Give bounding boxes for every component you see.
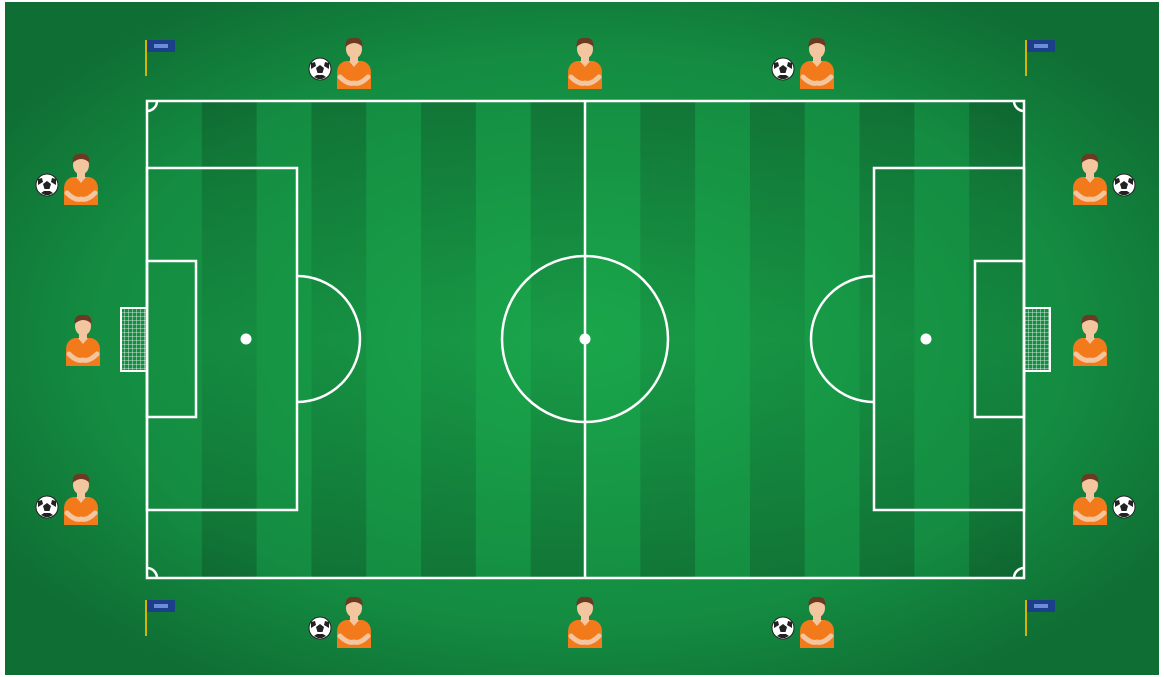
center-spot (580, 334, 591, 345)
pitch-stripe (421, 101, 476, 578)
ball-icon-right-3 (1113, 496, 1135, 518)
pitch-stripe (311, 101, 366, 578)
left-penalty-spot (241, 334, 252, 345)
ball-icon-top-3 (772, 58, 794, 80)
ball-icon-left-1 (36, 174, 58, 196)
ball-icon-top-1 (309, 58, 331, 80)
ball-icon-bottom-1 (309, 617, 331, 639)
right-goal-net-icon (1024, 308, 1050, 371)
pitch-stripe (531, 101, 586, 578)
pitch-stripe (969, 101, 1024, 578)
ball-icon-bottom-3 (772, 617, 794, 639)
ball-icon-left-3 (36, 496, 58, 518)
right-penalty-spot (921, 334, 932, 345)
pitch-stripe (750, 101, 805, 578)
pitch-stripe (860, 101, 915, 578)
ball-icon-right-1 (1113, 174, 1135, 196)
left-goal-net-icon (121, 308, 147, 371)
